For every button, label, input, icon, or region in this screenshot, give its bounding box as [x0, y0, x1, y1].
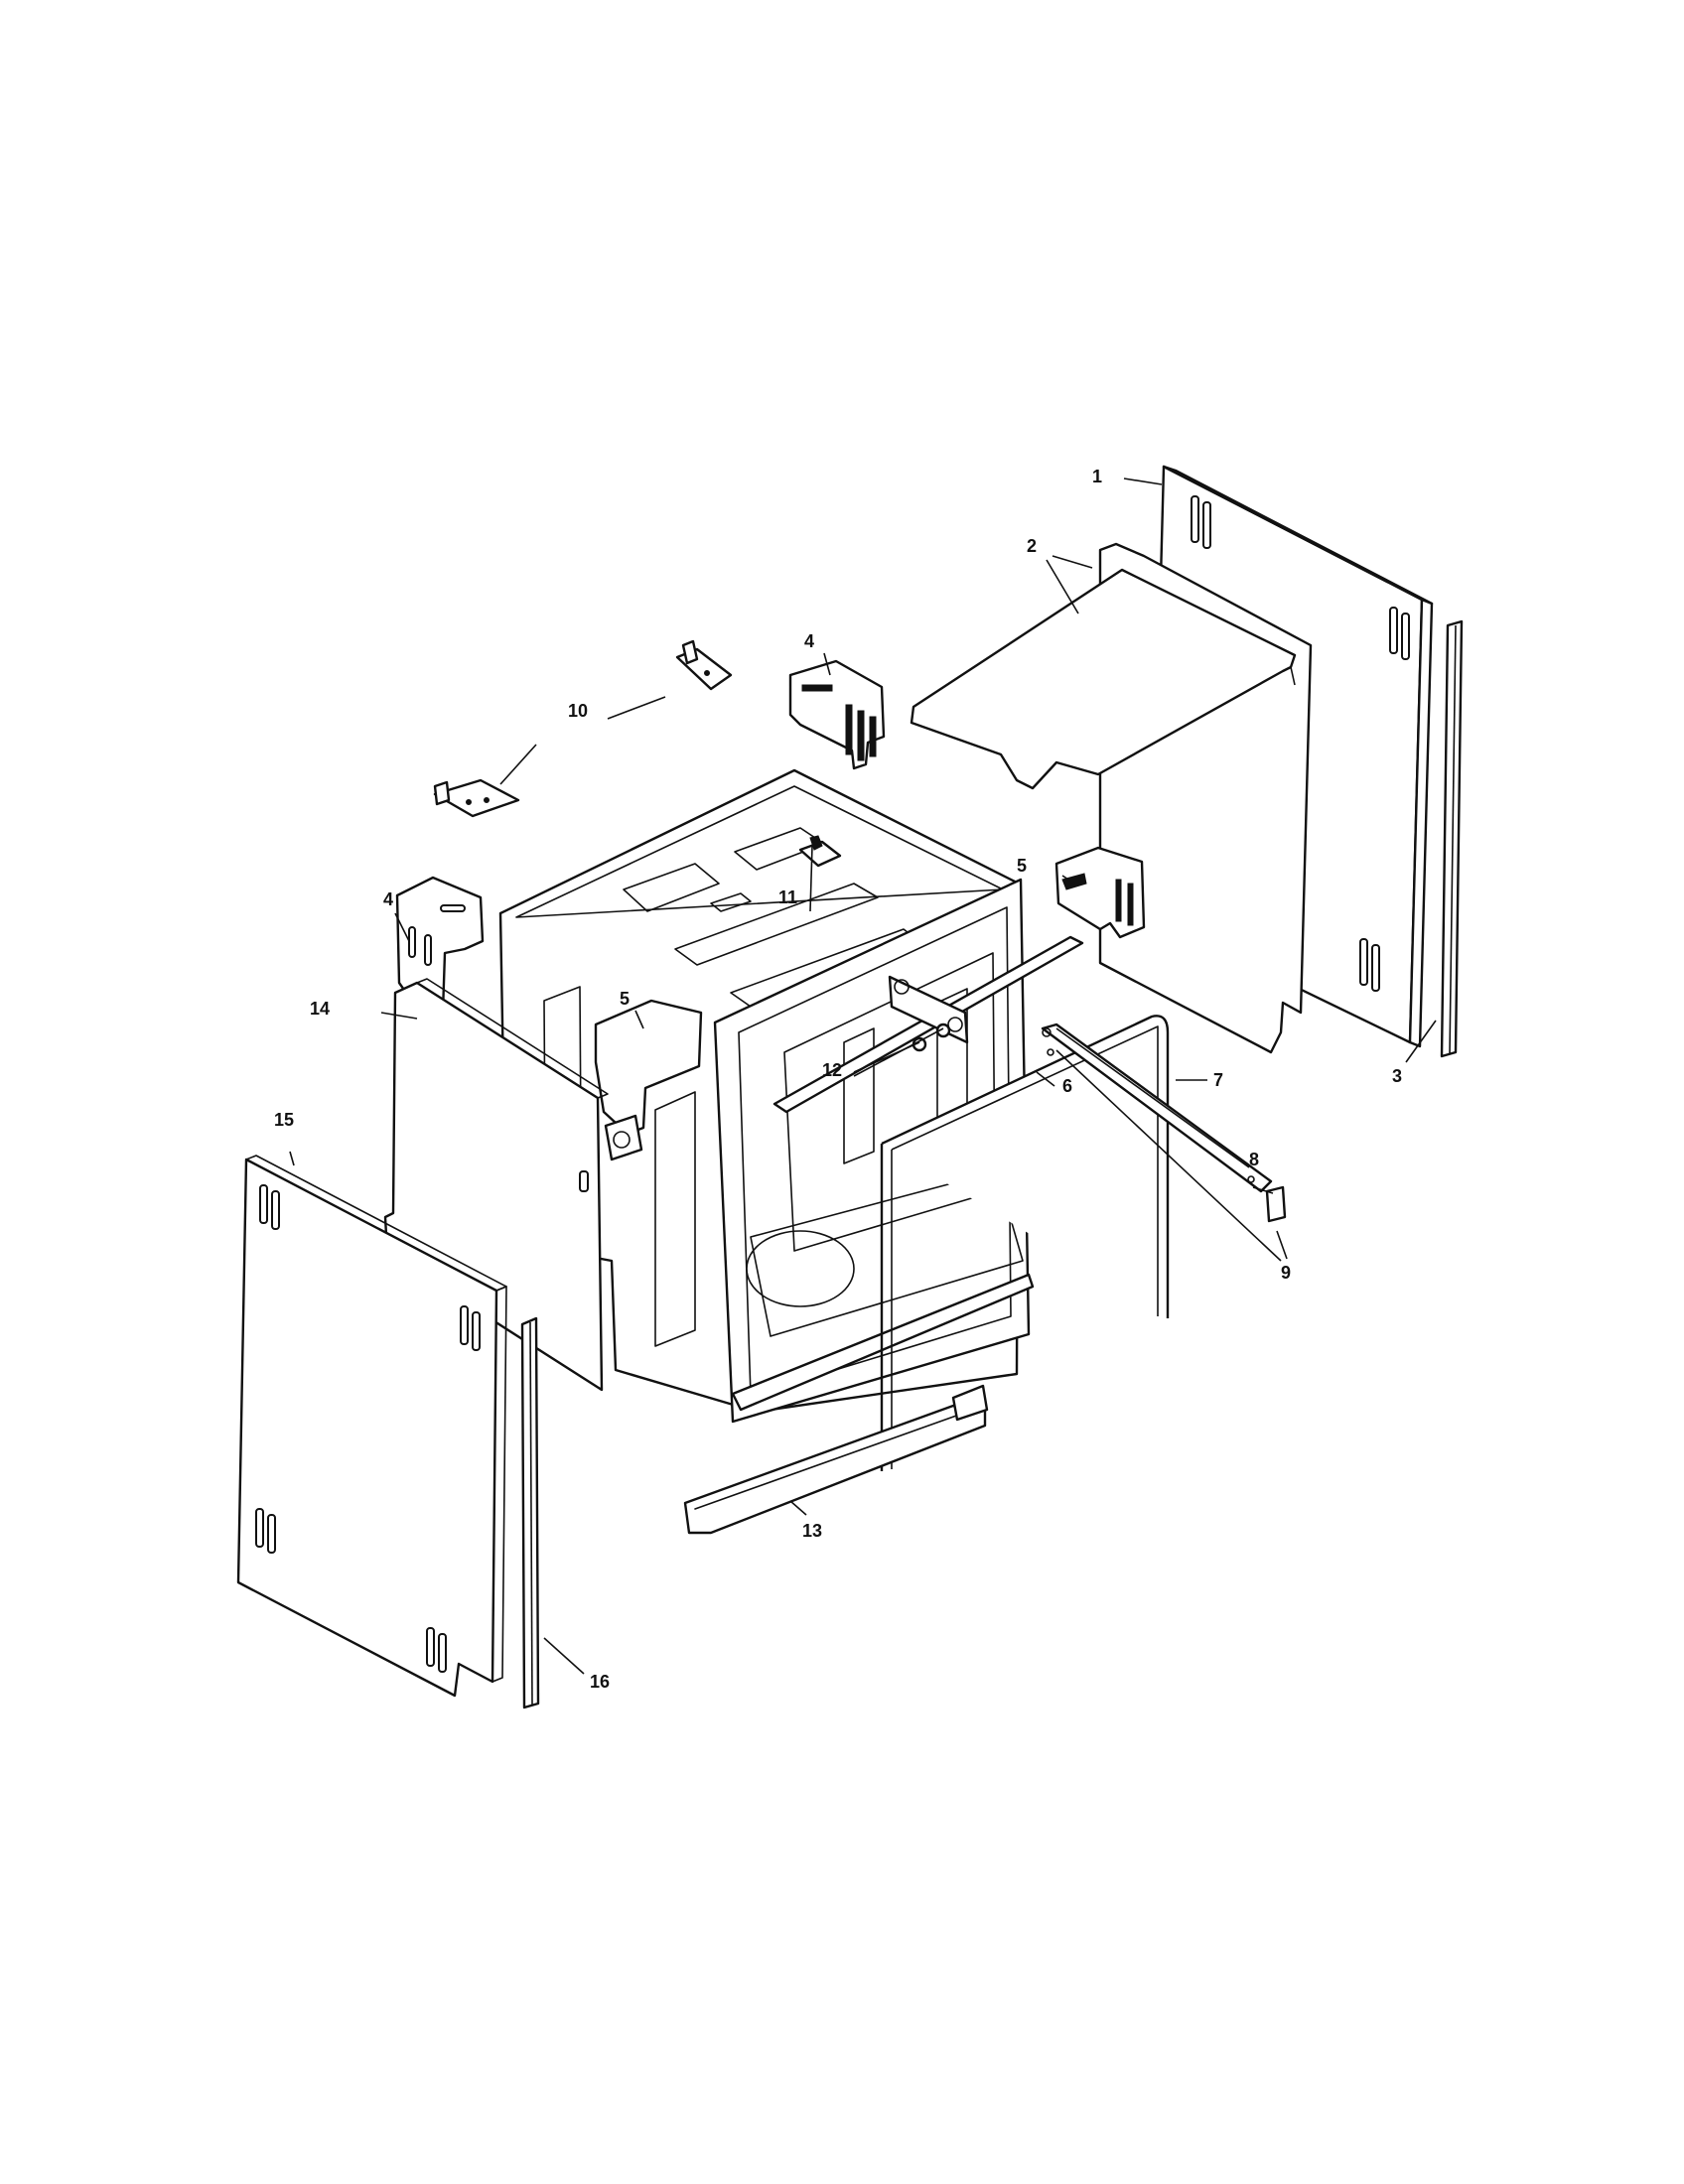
callout-7: 7	[1213, 1070, 1223, 1090]
door-latch-end	[1265, 1185, 1287, 1223]
door-arm-rod	[1041, 1023, 1273, 1193]
callout-3: 3	[1392, 1066, 1402, 1086]
leader-lines	[289, 478, 1437, 1675]
callout-12: 12	[822, 1060, 842, 1080]
callout-9: 9	[1281, 1263, 1291, 1283]
callout-14: 14	[310, 999, 330, 1019]
callout-4-left: 4	[383, 889, 393, 909]
mounting-bolts	[888, 975, 969, 1052]
callout-15: 15	[274, 1110, 294, 1130]
mounting-clip-upper	[675, 639, 733, 691]
callout-16: 16	[590, 1672, 610, 1692]
callout-10: 10	[568, 701, 588, 721]
mounting-clip-lower	[433, 778, 520, 818]
hinge-bracket-left	[594, 999, 703, 1161]
right-trim-strip	[1440, 619, 1464, 1058]
callout-11: 11	[778, 887, 797, 907]
side-bracket-left	[395, 876, 485, 1015]
bottom-rail	[683, 1384, 989, 1535]
top-bracket-right	[788, 659, 886, 770]
callout-5-left: 5	[620, 989, 630, 1009]
left-side-panel	[236, 1155, 507, 1698]
hinge-bracket-right	[1054, 846, 1146, 939]
callout-1: 1	[1092, 467, 1102, 486]
callout-8: 8	[1249, 1150, 1259, 1169]
rear-shield-panel	[910, 542, 1313, 1054]
callout-2: 2	[1027, 536, 1037, 556]
door-gasket	[880, 1015, 1170, 1471]
callout-labels: 1 2 3 4 4 5 5 6 7 8 9 10 11 12 13 14 15 …	[274, 467, 1402, 1692]
callout-4-right: 4	[804, 631, 814, 651]
callout-13: 13	[802, 1521, 822, 1541]
left-trim-strip	[520, 1316, 540, 1709]
callout-5-right: 5	[1017, 856, 1027, 876]
callout-6: 6	[1062, 1076, 1072, 1096]
